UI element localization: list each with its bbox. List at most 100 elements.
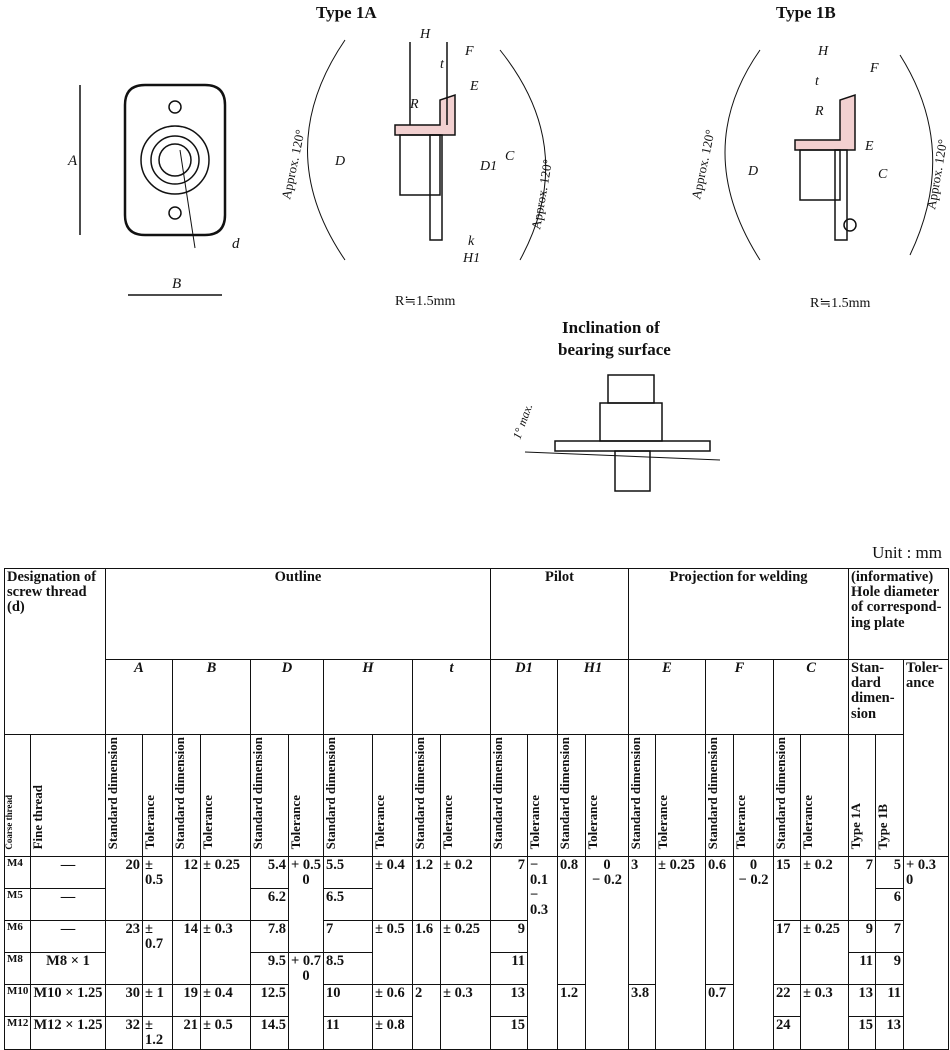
cell-t-tol: ± 0.2 [439, 855, 492, 921]
dim-D-label: D [334, 154, 345, 169]
header-H1: H1 [557, 659, 630, 735]
subheader-label: Tolerance [527, 794, 543, 850]
cell-H: 11 [323, 1015, 373, 1050]
header-informative: (informative) Hole diameter of correspon… [848, 568, 950, 660]
cell-coarse: M4 [4, 855, 31, 889]
cell-F-tol: 0 − 0.2 [733, 855, 775, 1050]
header-C: C [773, 659, 850, 735]
subheader-tol: Tolerance [585, 734, 630, 857]
cell-D: 7.8 [250, 919, 289, 953]
cell-h1b: 5 [875, 855, 905, 889]
subheader-label: Standard dimension [172, 737, 187, 850]
cell-h1a: 7 [848, 855, 877, 921]
cell-D: 14.5 [250, 1015, 289, 1050]
type-1a-title: Type 1A [316, 3, 377, 22]
dim-B-label: B [172, 276, 181, 292]
approx-120-label: Approx. 120° [528, 158, 555, 230]
radius-note: R≒1.5mm [810, 296, 870, 311]
dim-t-label: t [440, 57, 445, 72]
subheader-label: Tolerance [733, 794, 749, 850]
subheader-label: Standard dimension [323, 737, 338, 850]
cell-H: 8.5 [323, 951, 373, 985]
subheader-label: Standard dimension [705, 737, 721, 850]
cell-t-tol: ± 0.3 [439, 983, 492, 1050]
subheader-tol: Tolerance [288, 734, 324, 857]
header-designation: Designation of screw thread (d) [4, 568, 106, 735]
cell-H1: 1.2 [557, 983, 587, 1050]
subheader-label: Standard dimension [773, 737, 789, 850]
cell-h1b: 13 [875, 1015, 905, 1050]
subheader-label: Standard dimension [628, 737, 644, 850]
subheader-label: Tolerance [288, 794, 303, 850]
cell-F: 0.6 [705, 855, 735, 985]
cell-coarse: M6 [4, 919, 31, 953]
cell-fine: M12 × 1.25 [30, 1015, 106, 1050]
header-A: A [105, 659, 173, 735]
cell-B: 14 [172, 919, 201, 985]
cell-h1b: 9 [875, 951, 905, 985]
cell-A-tol: ± 0.5 [142, 855, 173, 921]
cell-h1b: 6 [875, 887, 905, 921]
subheader-tol: Tolerance [200, 734, 251, 857]
type-1b-view: Type 1B Approx. 120° Approx. 120° H F t … [688, 3, 950, 311]
cell-B-tol: ± 0.3 [200, 919, 251, 985]
cell-coarse: M8 [4, 951, 31, 985]
unit-label: Unit : mm [872, 543, 942, 562]
subheader-fine: Fine thread [30, 734, 106, 857]
cell-C: 24 [773, 1015, 802, 1050]
cell-fine: — [30, 919, 106, 953]
radius-note: R≒1.5mm [395, 294, 455, 309]
cell-C-tol: ± 0.25 [800, 919, 850, 985]
subheader-label: Type 1B [875, 803, 891, 850]
subheader-std: Standard dimension [172, 734, 201, 857]
angle-label: 1° max. [510, 402, 536, 441]
header-D: D [250, 659, 324, 735]
header-E: E [628, 659, 707, 735]
subheader-label: Tolerance [800, 794, 816, 850]
subheader-tol: Tolerance [372, 734, 413, 857]
approx-120-label: Approx. 120° [688, 128, 717, 200]
plan-view: A B d [67, 83, 240, 296]
cell-C: 15 [773, 855, 802, 921]
subheader-type1b: Type 1B [875, 734, 905, 857]
subheader-tol: Tolerance [733, 734, 775, 857]
cell-coarse: M12 [4, 1015, 31, 1050]
approx-120-label: Approx. 120° [278, 128, 307, 200]
subheader-tol: Tolerance [527, 734, 559, 857]
cell-h1a: 15 [848, 1015, 877, 1050]
subheader-label: Standard dimension [490, 737, 506, 850]
subheader-label: Standard dimension [250, 737, 265, 850]
cell-D1: 13 [490, 983, 529, 1017]
cell-D1: 15 [490, 1015, 529, 1050]
subheader-label: Tolerance [372, 794, 387, 850]
subheader-std: Standard dimension [105, 734, 143, 857]
subheader-label: Tolerance [655, 794, 671, 850]
type-1b-title: Type 1B [776, 3, 836, 22]
header-B: B [172, 659, 251, 735]
header-t: t [411, 659, 492, 735]
cell-D1: 9 [490, 919, 529, 953]
cell-D1: 7 [490, 855, 529, 921]
type-1a-view: Type 1A Approx. 120° Approx. 120° H F t … [278, 3, 555, 309]
dim-F-label: F [464, 44, 474, 59]
cell-D: 12.5 [250, 983, 289, 1017]
subheader-label: Tolerance [440, 794, 455, 850]
cell-B-tol: ± 0.25 [200, 855, 251, 921]
cell-A-tol: ± 0.7 [142, 919, 173, 985]
subheader-label: Coarse thread [4, 794, 14, 850]
subheader-tol: Tolerance [439, 734, 492, 857]
dim-C-label: C [505, 149, 515, 164]
cell-t: 1.6 [412, 919, 441, 985]
dim-E-label: E [864, 139, 874, 154]
dim-R-label: R [409, 97, 419, 112]
cell-E-tol: ± 0.25 [655, 855, 707, 1050]
subheader-tol: Tolerance [655, 734, 707, 857]
header-hole-std: Stan-dard dimen-sion [848, 659, 905, 735]
subheader-std: Standard dimension [412, 734, 441, 857]
dim-D1-label: D1 [479, 159, 497, 174]
subheader-coarse: Coarse thread [4, 734, 31, 857]
header-hole-tol: Toler-ance [903, 659, 950, 857]
cell-h1b: 7 [875, 919, 905, 953]
